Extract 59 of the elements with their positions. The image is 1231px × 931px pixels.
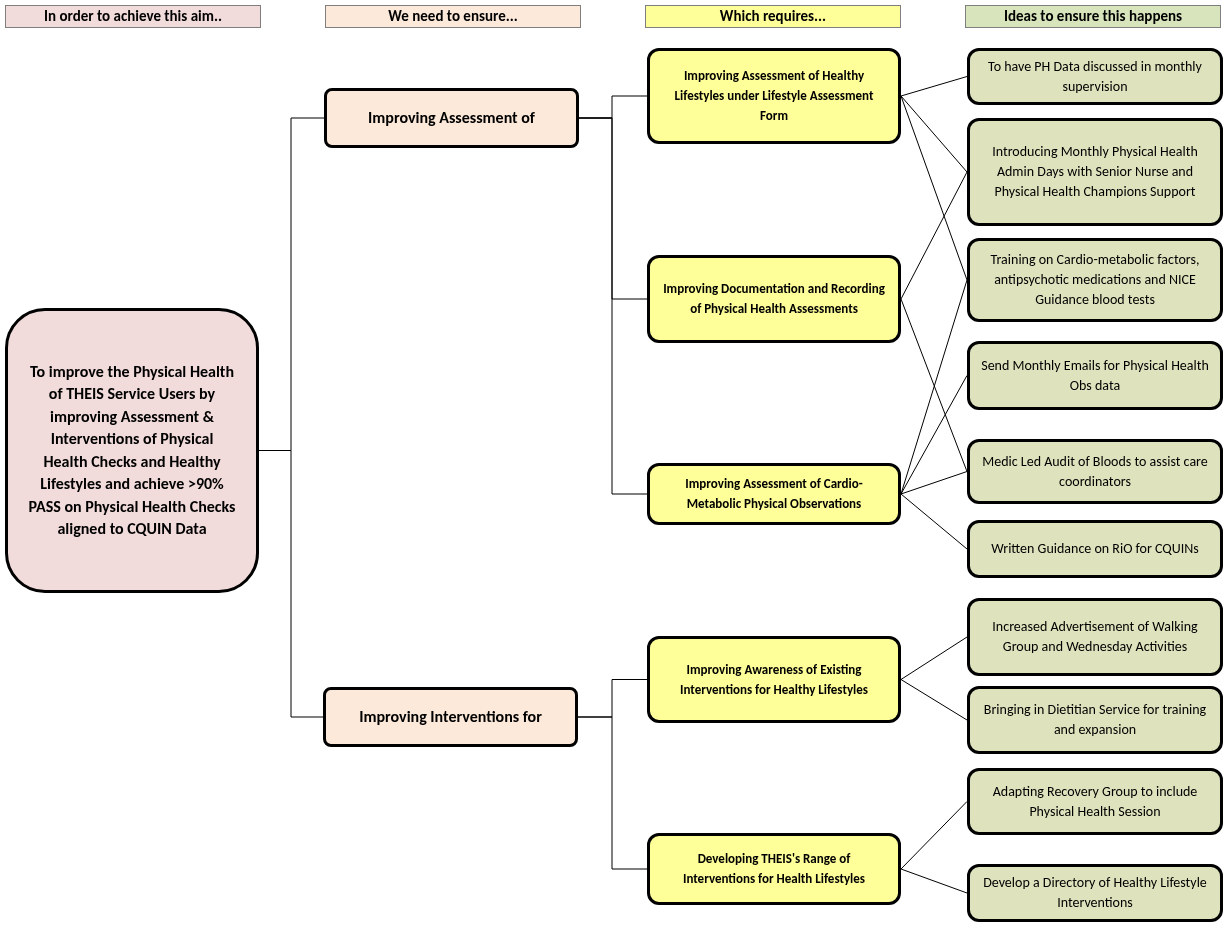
- node-text: Developing THEIS's Range of Interventions for Health Lifestyles: [681, 850, 867, 888]
- column-header: [5, 5, 261, 28]
- connector-line: [900, 493, 968, 550]
- idea-box: [967, 520, 1223, 578]
- node-text: Send Monthly Emails for Physical Health Obs data: [980, 355, 1210, 396]
- requirement-box: [647, 833, 901, 905]
- node-text: Bringing in Dietitian Service for training and expansion: [982, 700, 1208, 740]
- requirement-box: [647, 463, 901, 525]
- node-text: Which requires...: [719, 7, 827, 26]
- node-text: Increased Advertisement of Walking Group and Wednesday Activities: [991, 617, 1199, 657]
- connector-line: [900, 95, 968, 281]
- node-text: Written Guidance on RiO for CQUINs: [991, 539, 1199, 559]
- node-text: Improving Assessment of: [368, 107, 535, 129]
- requirement-box: [647, 255, 901, 343]
- node-text: Adapting Recovery Group to include Physical Health Session: [991, 781, 1199, 822]
- idea-box: [967, 864, 1223, 922]
- node-text: In order to achieve this aim..: [44, 7, 222, 26]
- node-text: To improve the Physical Health of THEIS Service Users by improving Assessment & Interventions of Physical Health Checks and Healthy Lifestyles and achieve >90% PASS on Physical Health Checks aligned to CQUIN Data: [28, 360, 236, 540]
- connector-line: [577, 716, 648, 870]
- column-header: [965, 5, 1221, 28]
- node-text: Improving Assessment of Healthy Lifestyles under Lifestyle Assessment Form: [673, 67, 875, 125]
- connector-line: [900, 679, 968, 721]
- node-text: To have PH Data discussed in monthly supervision: [987, 56, 1203, 97]
- node-text: Improving Interventions for: [359, 706, 542, 728]
- node-text: We need to ensure...: [388, 7, 518, 26]
- connector-line: [900, 375, 968, 495]
- node-text: Training on Cardio-metabolic factors, antipsychotic medications and NICE Guidance blood tests: [989, 250, 1201, 310]
- connector-line: [900, 868, 968, 894]
- node-text: Ideas to ensure this happens: [1003, 7, 1183, 26]
- idea-box: [967, 118, 1223, 226]
- idea-box: [967, 768, 1223, 835]
- column-header: [325, 5, 581, 28]
- idea-box: [967, 48, 1223, 105]
- driver-box: [324, 88, 579, 148]
- driver-box: [323, 687, 578, 747]
- node-text: Improving Documentation and Recording of Physical Health Assessments: [662, 280, 886, 318]
- node-text: Medic Led Audit of Bloods to assist care coordinators: [981, 451, 1209, 492]
- idea-box: [967, 598, 1223, 676]
- idea-box: [967, 238, 1223, 322]
- node-text: Improving Assessment of Cardio-Metabolic Physical Observations: [684, 475, 864, 513]
- connector-line: [900, 471, 968, 495]
- connector-line: [900, 95, 968, 173]
- idea-box: [967, 341, 1223, 410]
- connector-line: [900, 76, 968, 97]
- connector-line: [900, 171, 968, 300]
- connector-line: [578, 117, 648, 495]
- requirement-box: [647, 48, 901, 144]
- connector-line: [900, 801, 968, 870]
- connector-line: [900, 298, 968, 472]
- idea-box: [967, 439, 1223, 504]
- goal-box: [5, 308, 259, 593]
- requirement-box: [647, 636, 901, 723]
- node-text: Introducing Monthly Physical Health Admin Days with Senior Nurse and Physical Health Champions Support: [991, 142, 1199, 202]
- node-text: Develop a Directory of Healthy Lifestyle Interventions: [982, 873, 1208, 913]
- connector-line: [900, 279, 968, 495]
- idea-box: [967, 686, 1223, 754]
- column-header: [645, 5, 901, 28]
- connector-line: [900, 636, 968, 680]
- node-text: Improving Awareness of Existing Interventions for Healthy Lifestyles: [679, 660, 869, 699]
